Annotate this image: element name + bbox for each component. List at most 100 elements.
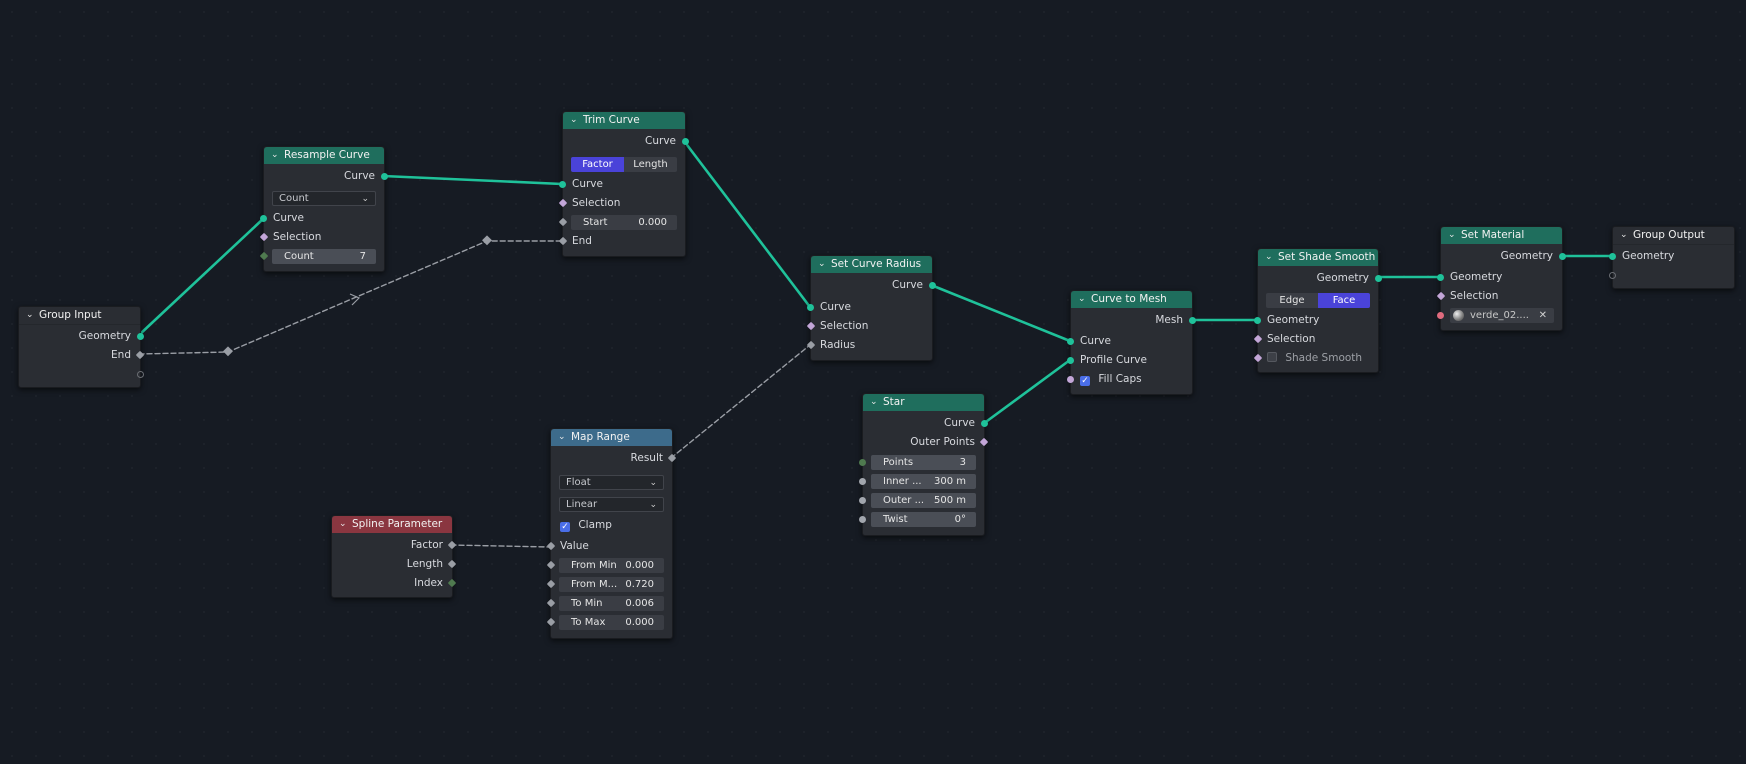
- socket-geometry-icon[interactable]: [981, 420, 988, 427]
- socket-boolean-icon[interactable]: [1067, 376, 1074, 383]
- socket-integer-icon[interactable]: [259, 251, 269, 261]
- map-range-node[interactable]: ⌄ Map Range Result Float ⌄ Linear ⌄ ✓ Cl…: [546, 428, 677, 639]
- socket-geometry-icon[interactable]: [137, 333, 144, 340]
- socket-geometry-icon[interactable]: [807, 304, 814, 311]
- socket-boolean-icon[interactable]: [1253, 334, 1263, 344]
- socket-float-icon[interactable]: [546, 541, 556, 551]
- clamp-checkbox[interactable]: ✓: [560, 522, 570, 532]
- socket-boolean-icon[interactable]: [979, 437, 989, 447]
- socket-empty-icon[interactable]: [137, 371, 144, 378]
- domain-edge-button[interactable]: Edge: [1266, 293, 1318, 308]
- start-field[interactable]: Start 0.000: [571, 215, 677, 230]
- socket-geometry-icon[interactable]: [682, 138, 689, 145]
- count-field[interactable]: Count 7: [272, 249, 376, 264]
- collapse-chevron-icon[interactable]: ⌄: [558, 432, 566, 442]
- socket-float-icon[interactable]: [806, 340, 816, 350]
- collapse-chevron-icon[interactable]: ⌄: [570, 115, 578, 125]
- clear-material-icon[interactable]: ✕: [1538, 310, 1547, 321]
- socket-float-icon[interactable]: [135, 350, 145, 360]
- collapse-chevron-icon[interactable]: ⌄: [818, 259, 826, 269]
- material-field[interactable]: verde_02.... ✕: [1450, 308, 1554, 323]
- socket-geometry-icon[interactable]: [1067, 338, 1074, 345]
- to-min-field[interactable]: To Min 0.006: [559, 596, 664, 611]
- set-shade-smooth-node[interactable]: ⌄ Set Shade Smooth Geometry Edge Face Ge…: [1253, 248, 1382, 373]
- curve-to-mesh-node[interactable]: ⌄ Curve to Mesh Mesh Curve Profile Curve…: [1067, 290, 1196, 395]
- socket-geometry-icon[interactable]: [381, 173, 388, 180]
- socket-geometry-icon[interactable]: [1609, 253, 1616, 260]
- collapse-chevron-icon[interactable]: ⌄: [339, 519, 347, 529]
- socket-float-icon[interactable]: [558, 217, 568, 227]
- node-header[interactable]: ⌄ Map Range: [551, 429, 672, 446]
- collapse-chevron-icon[interactable]: ⌄: [1620, 230, 1628, 240]
- set-material-node[interactable]: ⌄ Set Material Geometry Geometry Selecti…: [1436, 226, 1566, 331]
- socket-float-icon[interactable]: [667, 453, 677, 463]
- from-min-field[interactable]: From Min 0.000: [559, 558, 664, 573]
- node-header[interactable]: ⌄ Set Material: [1441, 227, 1562, 244]
- socket-float-icon[interactable]: [546, 598, 556, 608]
- node-header[interactable]: ⌄ Group Output: [1613, 227, 1734, 245]
- from-max-field[interactable]: From M... 0.720: [559, 577, 664, 592]
- fill-caps-checkbox[interactable]: ✓: [1080, 376, 1090, 386]
- socket-integer-icon[interactable]: [859, 459, 866, 466]
- mode-length-button[interactable]: Length: [624, 157, 677, 172]
- group-output-node[interactable]: ⌄ Group Output Geometry: [1609, 226, 1735, 289]
- socket-geometry-icon[interactable]: [1559, 253, 1566, 260]
- resample-curve-node[interactable]: ⌄ Resample Curve Curve Count ⌄ Curve Sel…: [259, 146, 388, 272]
- socket-float-icon[interactable]: [546, 617, 556, 627]
- socket-float-icon[interactable]: [546, 579, 556, 589]
- outer-radius-field[interactable]: Outer ... 500 m: [871, 493, 976, 508]
- socket-geometry-icon[interactable]: [1375, 275, 1382, 282]
- node-header[interactable]: ⌄ Set Shade Smooth: [1258, 249, 1378, 266]
- collapse-chevron-icon[interactable]: ⌄: [1448, 230, 1456, 240]
- points-field[interactable]: Points 3: [871, 455, 976, 470]
- socket-float-icon[interactable]: [558, 236, 568, 246]
- socket-geometry-icon[interactable]: [260, 215, 267, 222]
- collapse-chevron-icon[interactable]: ⌄: [271, 150, 279, 160]
- socket-boolean-icon[interactable]: [806, 321, 816, 331]
- spline-parameter-node[interactable]: ⌄ Spline Parameter Factor Length Index: [331, 515, 457, 598]
- twist-field[interactable]: Twist 0°: [871, 512, 976, 527]
- data-type-dropdown[interactable]: Float ⌄: [559, 475, 664, 490]
- socket-float-icon[interactable]: [859, 516, 866, 523]
- mode-dropdown[interactable]: Count ⌄: [272, 191, 376, 206]
- domain-face-button[interactable]: Face: [1318, 293, 1370, 308]
- socket-boolean-icon[interactable]: [1436, 291, 1446, 301]
- socket-float-icon[interactable]: [859, 497, 866, 504]
- inner-radius-field[interactable]: Inner ... 300 m: [871, 474, 976, 489]
- node-header[interactable]: ⌄ Curve to Mesh: [1071, 291, 1192, 308]
- collapse-chevron-icon[interactable]: ⌄: [1078, 294, 1086, 304]
- socket-integer-icon[interactable]: [447, 578, 457, 588]
- trim-curve-node[interactable]: ⌄ Trim Curve Curve Factor Length Curve S…: [558, 111, 689, 257]
- socket-geometry-icon[interactable]: [929, 282, 936, 289]
- set-curve-radius-node[interactable]: ⌄ Set Curve Radius Curve Curve Selection…: [806, 255, 936, 361]
- shade-smooth-checkbox[interactable]: [1267, 352, 1277, 362]
- socket-float-icon[interactable]: [447, 559, 457, 569]
- collapse-chevron-icon[interactable]: ⌄: [26, 310, 34, 320]
- socket-material-icon[interactable]: [1437, 312, 1444, 319]
- socket-float-icon[interactable]: [546, 560, 556, 570]
- collapse-chevron-icon[interactable]: ⌄: [870, 397, 878, 407]
- star-node[interactable]: ⌄ Star Curve Outer Points Points 3 Inner…: [859, 393, 989, 536]
- socket-geometry-icon[interactable]: [1067, 357, 1074, 364]
- to-max-field[interactable]: To Max 0.000: [559, 615, 664, 630]
- node-header[interactable]: ⌄ Set Curve Radius: [811, 256, 932, 273]
- collapse-chevron-icon[interactable]: ⌄: [1265, 252, 1273, 262]
- socket-geometry-icon[interactable]: [1437, 274, 1444, 281]
- socket-boolean-icon[interactable]: [259, 232, 269, 242]
- node-header[interactable]: ⌄ Resample Curve: [264, 147, 384, 164]
- socket-geometry-icon[interactable]: [1189, 317, 1196, 324]
- socket-boolean-icon[interactable]: [558, 198, 568, 208]
- node-header[interactable]: ⌄ Star: [863, 394, 984, 411]
- interpolation-dropdown[interactable]: Linear ⌄: [559, 497, 664, 512]
- socket-geometry-icon[interactable]: [559, 181, 566, 188]
- node-header[interactable]: ⌄ Trim Curve: [563, 112, 685, 129]
- node-header[interactable]: ⌄ Group Input: [19, 307, 140, 325]
- socket-float-icon[interactable]: [447, 540, 457, 550]
- socket-geometry-icon[interactable]: [1254, 317, 1261, 324]
- socket-boolean-icon[interactable]: [1253, 353, 1263, 363]
- node-header[interactable]: ⌄ Spline Parameter: [332, 516, 452, 533]
- group-input-node[interactable]: ⌄ Group Input Geometry End: [18, 306, 145, 388]
- socket-empty-icon[interactable]: [1609, 272, 1616, 279]
- socket-float-icon[interactable]: [859, 478, 866, 485]
- mode-factor-button[interactable]: Factor: [571, 157, 624, 172]
